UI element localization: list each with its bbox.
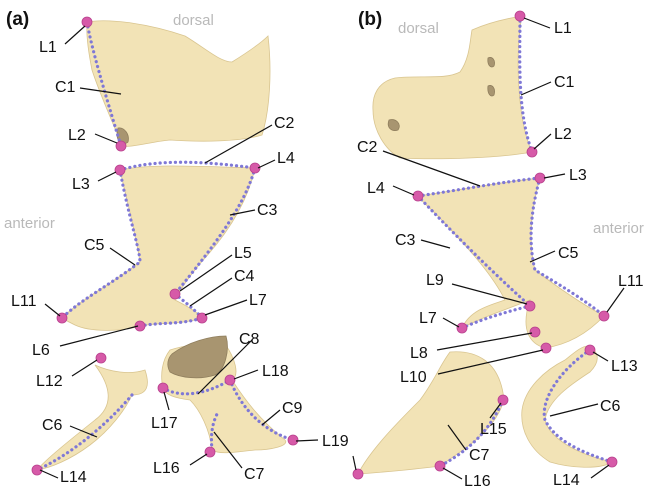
- panel-a-landmark-L16: [205, 447, 215, 457]
- panel-b-label-C3: C3: [395, 232, 416, 249]
- panel-b-label-L4: L4: [367, 180, 385, 197]
- panel-b-landmark-L15: [498, 395, 508, 405]
- panel-a-label-L18: L18: [262, 363, 289, 380]
- panel-a-bone-upper: [87, 21, 270, 147]
- panel-a-label-C5: C5: [84, 237, 105, 254]
- panel-b-label-L15: L15: [480, 421, 507, 438]
- panel-b-label-L9: L9: [426, 272, 444, 289]
- panel-b-landmark-L11: [599, 311, 609, 321]
- panel-a-label-L12: L12: [36, 373, 63, 390]
- panel-b-label-L7: L7: [419, 310, 437, 327]
- panel-a-label-L6: L6: [32, 342, 50, 359]
- panel-a-label: (a): [6, 9, 29, 30]
- panel-b-landmark-L4: [413, 191, 423, 201]
- panel-b-label-C6: C6: [600, 398, 621, 415]
- panel-a-landmark-L12: [96, 353, 106, 363]
- panel-b-bone-upper: [373, 16, 532, 159]
- panel-a-label-C3: C3: [257, 202, 278, 219]
- panel-b-landmark-L3: [535, 173, 545, 183]
- panel-b-label-C2: C2: [357, 139, 378, 156]
- panel-b-label-L8: L8: [410, 345, 428, 362]
- panel-a-label-L14: L14: [60, 469, 87, 486]
- panel-b-label-L11: L11: [618, 273, 644, 290]
- panel-a-landmark-L2: [116, 141, 126, 151]
- panel-b-landmark-L7: [457, 323, 467, 333]
- panel-a-label-L16: L16: [153, 460, 180, 477]
- panel-a-dorsal-label: dorsal: [173, 12, 214, 29]
- panel-b-label-C1: C1: [554, 74, 575, 91]
- panel-b-landmark-L1: [515, 11, 525, 21]
- panel-a-label-L19: L19: [322, 433, 349, 450]
- panel-b-label-C5: C5: [558, 245, 579, 262]
- panel-b-dorsal-label: dorsal: [398, 20, 439, 37]
- panel-a-label-C9: C9: [282, 400, 303, 417]
- panel-b-label-L14: L14: [553, 472, 580, 489]
- panel-b-bone-lower-right: [522, 346, 612, 467]
- panel-a-label-C2: C2: [274, 115, 295, 132]
- panel-a-label-C6: C6: [42, 417, 63, 434]
- panel-b-label-L3: L3: [569, 167, 587, 184]
- panel-b-landmark-L10: [541, 343, 551, 353]
- panel-b-landmark-bottom-left: [353, 469, 363, 479]
- panel-a-label-L11: L11: [11, 293, 37, 310]
- panel-a-label-L4: L4: [277, 150, 295, 167]
- panel-a-bone-lower-right-cap: [168, 336, 228, 378]
- panel-b-landmark-L2: [527, 147, 537, 157]
- panel-b-label-L1: L1: [554, 20, 572, 37]
- panel-a-landmark-L18: [225, 375, 235, 385]
- panel-a-label-C1: C1: [55, 79, 76, 96]
- panel-b-landmark-L9: [525, 301, 535, 311]
- panel-a-label-L1: L1: [39, 39, 57, 56]
- panel-a-label-C7: C7: [244, 466, 265, 483]
- panel-a-anterior-label: anterior: [4, 215, 55, 232]
- panel-b-anterior-label: anterior: [593, 220, 644, 237]
- panel-a-label-L7: L7: [249, 292, 267, 309]
- panel-a-label-L5: L5: [234, 245, 252, 262]
- panel-b-landmark-L8: [530, 327, 540, 337]
- panel-a-label-L3: L3: [72, 176, 90, 193]
- panel-a-landmark-L17: [158, 383, 168, 393]
- panel-b-landmark-L16: [435, 461, 445, 471]
- panel-b-label-L2: L2: [554, 126, 572, 143]
- panel-b-label-C7: C7: [469, 447, 490, 464]
- panel-a-landmark-L1: [82, 17, 92, 27]
- panel-a-landmark-L3: [115, 165, 125, 175]
- panel-a-label-C8: C8: [239, 331, 260, 348]
- panel-a-landmark-L5: [170, 289, 180, 299]
- panel-a-label-L2: L2: [68, 127, 86, 144]
- panel-a-label-L17: L17: [151, 415, 178, 432]
- panel-a-landmark-L19: [288, 435, 298, 445]
- panel-a: (a) dorsal anterior: [4, 9, 349, 486]
- panel-b-label-L13: L13: [611, 358, 638, 375]
- panel-a-label-C4: C4: [234, 268, 255, 285]
- panel-b-label: (b): [358, 9, 382, 30]
- panel-b-label-L16: L16: [464, 473, 491, 489]
- panel-b-bone-middle: [418, 178, 604, 348]
- panel-b-label-L10: L10: [400, 369, 427, 386]
- panel-b-landmark-L13: [585, 345, 595, 355]
- panel-b: (b) dorsal anterior: [353, 9, 644, 489]
